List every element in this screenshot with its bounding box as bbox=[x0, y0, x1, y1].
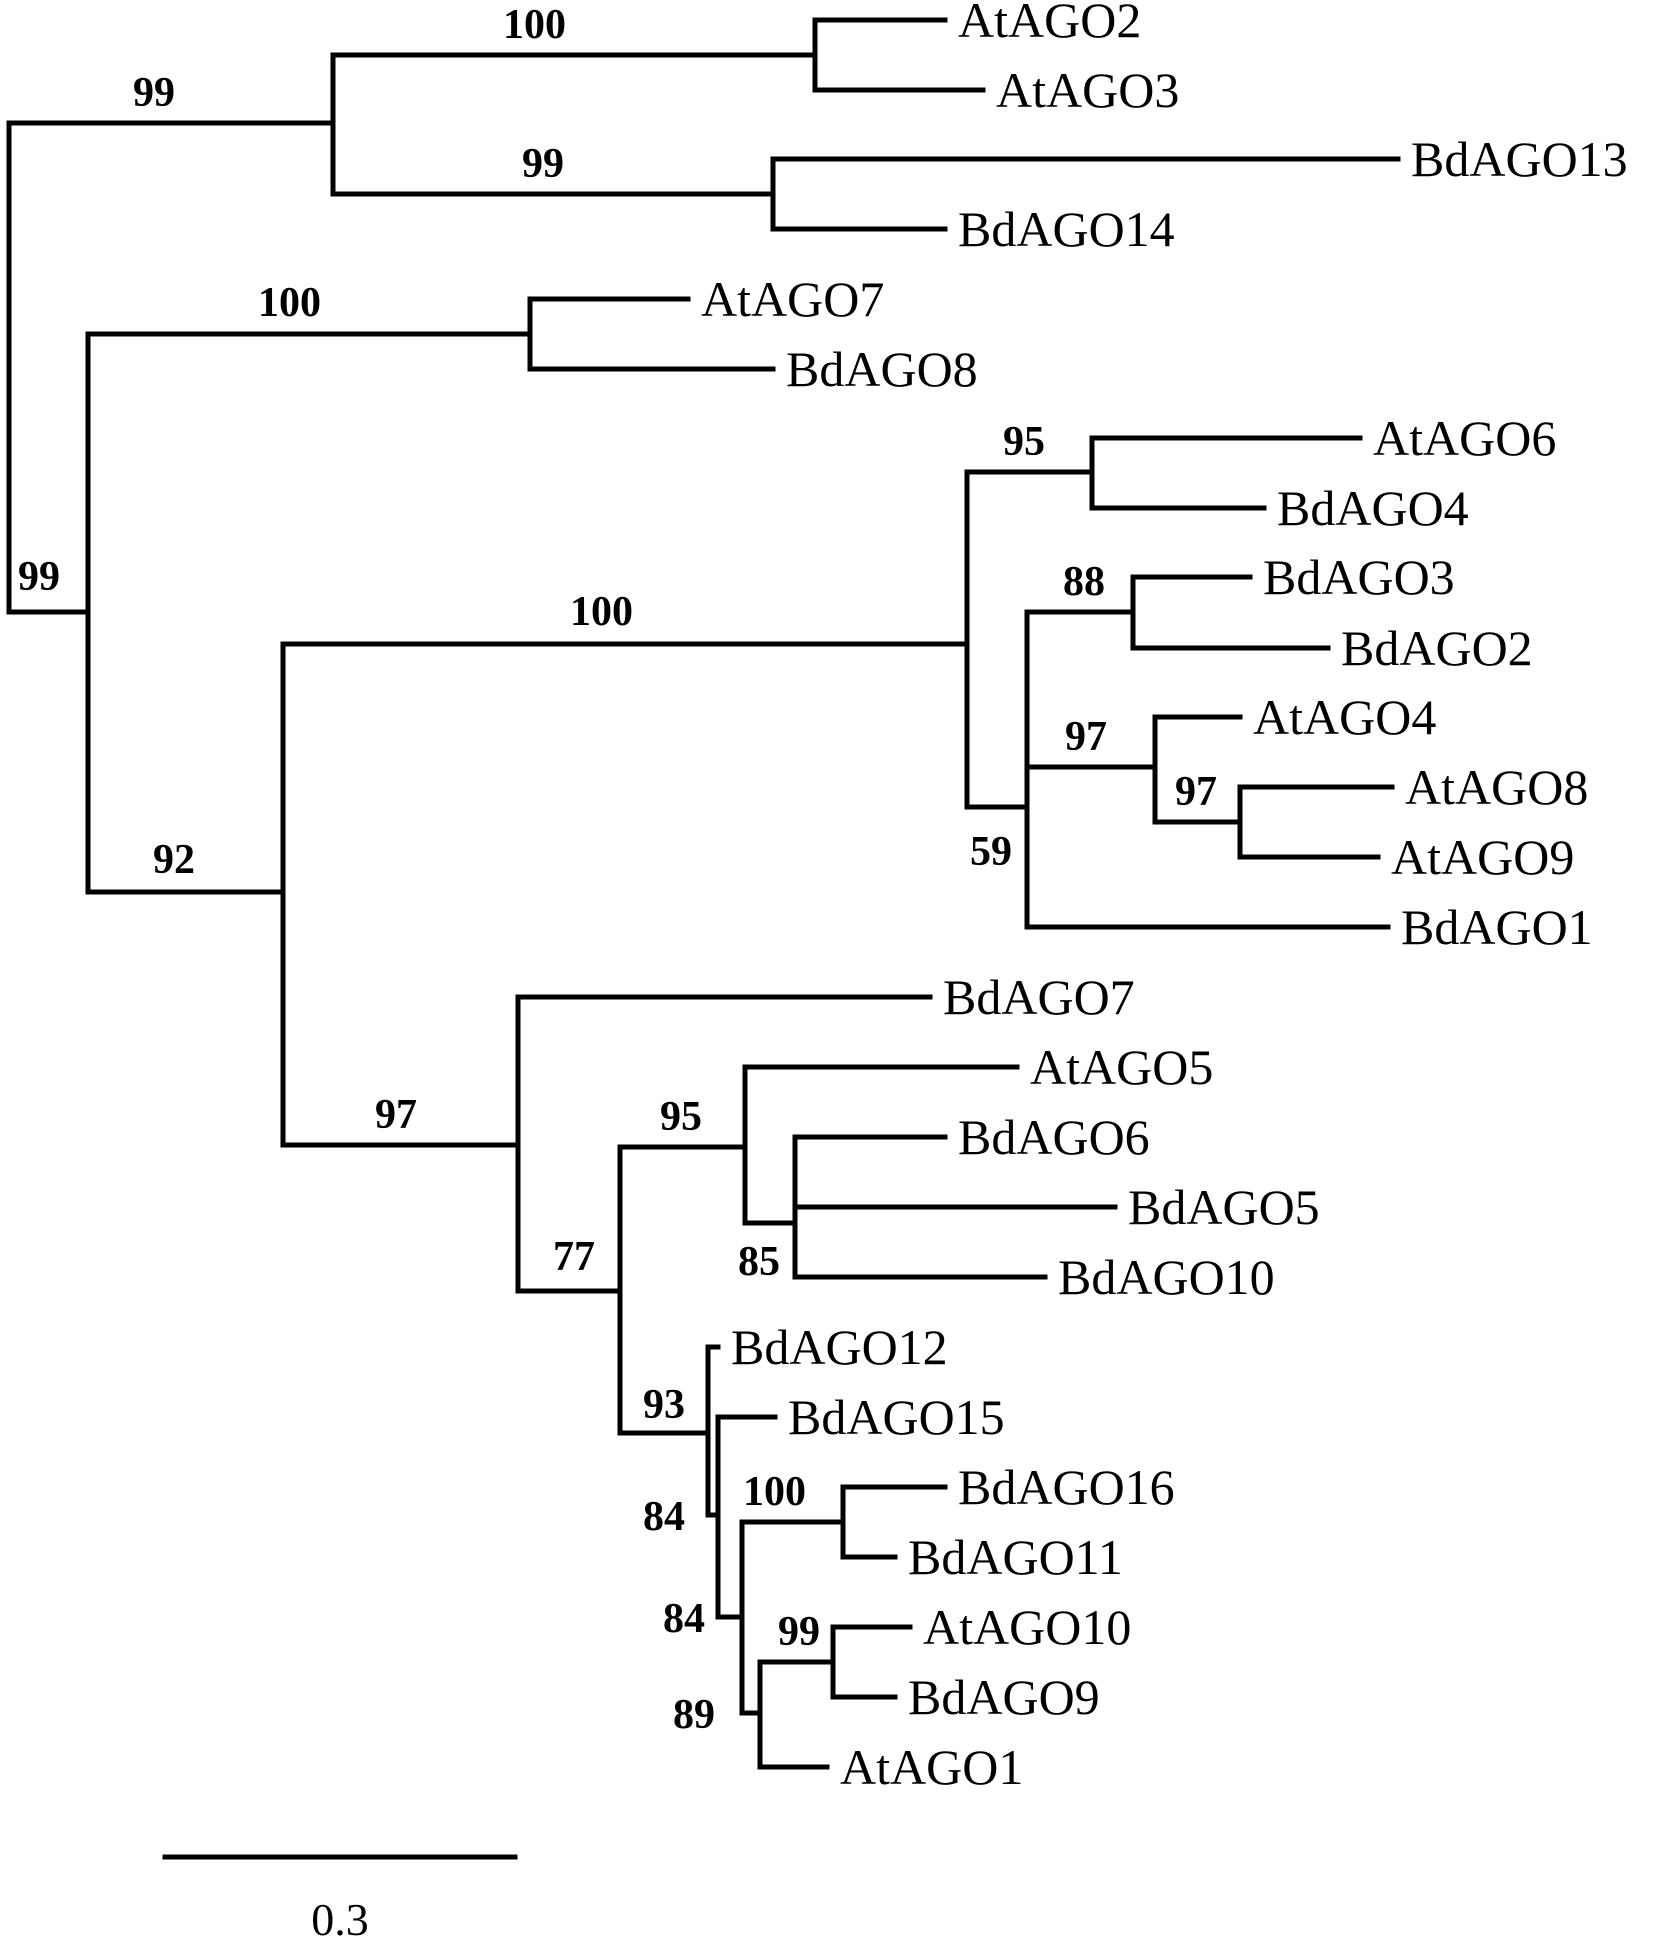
scale-bar: 0.3 bbox=[162, 1854, 518, 1945]
leaf-bdago1: BdAGO1 bbox=[1401, 899, 1593, 955]
bootstrap-ago2-ago3: 100 bbox=[503, 2, 566, 48]
bootstrap-ago6-ago4: 95 bbox=[1003, 419, 1045, 465]
tree-branches bbox=[6, 17, 1401, 1770]
leaf-atago1: AtAGO1 bbox=[840, 1739, 1023, 1795]
leaf-atago4: AtAGO4 bbox=[1253, 689, 1436, 745]
bootstrap-bd6-clade: 85 bbox=[738, 1239, 780, 1285]
bootstrap-ago10-bd9: 99 bbox=[778, 1609, 820, 1655]
bootstrap-bd12-clade: 93 bbox=[643, 1382, 685, 1428]
bootstrap-bd15-clade: 84 bbox=[643, 1494, 685, 1540]
bootstrap-bd3-bd2: 88 bbox=[1063, 559, 1105, 605]
scale-bar-label: 0.3 bbox=[311, 1894, 369, 1945]
bootstrap-ago1-clade: 89 bbox=[673, 1692, 715, 1738]
leaf-bdago16: BdAGO16 bbox=[958, 1459, 1175, 1515]
leaf-bdago15: BdAGO15 bbox=[788, 1389, 1005, 1445]
leaf-bdago7: BdAGO7 bbox=[943, 969, 1135, 1025]
bootstrap-inner-clade: 84 bbox=[663, 1596, 705, 1642]
leaf-atago7: AtAGO7 bbox=[701, 271, 884, 327]
leaf-atago10: AtAGO10 bbox=[923, 1599, 1131, 1655]
bootstrap-ago4-group: 59 bbox=[970, 829, 1012, 875]
leaf-bdago5: BdAGO5 bbox=[1128, 1179, 1320, 1235]
bootstrap-labels: 100 99 99 100 99 95 88 97 97 59 100 92 9… bbox=[18, 2, 1217, 1738]
bootstrap-ago4-main: 100 bbox=[570, 589, 633, 635]
leaf-atago6: AtAGO6 bbox=[1373, 410, 1556, 466]
leaf-bdago10: BdAGO10 bbox=[1058, 1249, 1275, 1305]
bootstrap-ago2-clade: 99 bbox=[133, 70, 175, 116]
leaf-bdago2: BdAGO2 bbox=[1341, 620, 1533, 676]
bootstrap-ago8-ago9: 97 bbox=[1175, 769, 1217, 815]
leaf-bdago9: BdAGO9 bbox=[908, 1669, 1100, 1725]
leaf-bdago6: BdAGO6 bbox=[958, 1109, 1150, 1165]
leaf-atago3: AtAGO3 bbox=[996, 62, 1179, 118]
leaf-bdago4: BdAGO4 bbox=[1277, 480, 1469, 536]
leaf-labels: AtAGO2 AtAGO3 BdAGO13 BdAGO14 AtAGO7 BdA… bbox=[701, 0, 1628, 1795]
leaf-bdago8: BdAGO8 bbox=[786, 341, 978, 397]
bootstrap-main-lower: 92 bbox=[153, 837, 195, 883]
bootstrap-ago5-clade: 95 bbox=[660, 1094, 702, 1140]
bootstrap-ago1-mid: 77 bbox=[553, 1234, 595, 1280]
bootstrap-ago1-group: 97 bbox=[375, 1092, 417, 1138]
leaf-bdago13: BdAGO13 bbox=[1411, 131, 1628, 187]
leaf-bdago11: BdAGO11 bbox=[908, 1529, 1123, 1585]
leaf-bdago3: BdAGO3 bbox=[1263, 549, 1455, 605]
leaf-bdago12: BdAGO12 bbox=[731, 1319, 948, 1375]
bootstrap-root-lower: 99 bbox=[18, 554, 60, 600]
leaf-bdago14: BdAGO14 bbox=[958, 201, 1175, 257]
leaf-atago8: AtAGO8 bbox=[1405, 759, 1588, 815]
bootstrap-ago4-clade: 97 bbox=[1065, 714, 1107, 760]
leaf-atago9: AtAGO9 bbox=[1391, 829, 1574, 885]
bootstrap-bd16-bd11: 100 bbox=[743, 1469, 806, 1515]
leaf-atago2: AtAGO2 bbox=[958, 0, 1141, 48]
leaf-atago5: AtAGO5 bbox=[1030, 1039, 1213, 1095]
bootstrap-ago7-ago8: 100 bbox=[258, 280, 321, 326]
bootstrap-ago13-ago14: 99 bbox=[522, 141, 564, 187]
